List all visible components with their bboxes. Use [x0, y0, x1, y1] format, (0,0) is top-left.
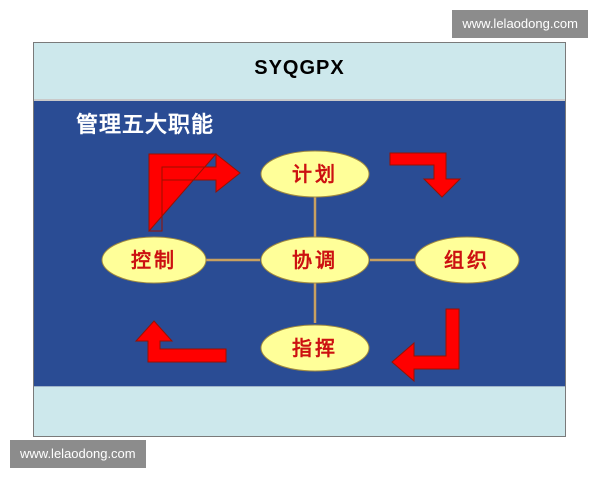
- node-coordinate: [260, 236, 370, 284]
- node-plan: [260, 150, 370, 198]
- arrow-top-right-icon: [389, 152, 462, 198]
- management-functions-diagram: [101, 150, 520, 383]
- node-label-plan: 计划: [292, 162, 338, 186]
- node-label-coordinate: 协调: [292, 248, 338, 272]
- arrow-bottom-right-icon: [391, 308, 460, 383]
- arrow-bottom-left-icon: [134, 320, 227, 363]
- node-label-control: 控制: [131, 248, 177, 272]
- slide-header-band: SYQGPX: [34, 43, 565, 101]
- node-control: [101, 236, 207, 284]
- watermark-bottom: www.lelaodong.com: [10, 440, 146, 468]
- node-label-direct: 指挥: [292, 336, 338, 360]
- diagram-heading: 管理五大职能: [76, 113, 215, 138]
- slide-body: 管理五大职能: [34, 101, 565, 386]
- node-organize: [414, 236, 520, 284]
- node-label-organize: 组织: [444, 248, 490, 272]
- arrow-top-left-icon: [147, 152, 241, 232]
- slide-title: SYQGPX: [254, 57, 345, 79]
- node-direct: [260, 324, 370, 372]
- watermark-top: www.lelaodong.com: [452, 10, 588, 38]
- slide-footer-band: [34, 386, 565, 436]
- slide: SYQGPX 管理五大职能: [33, 42, 566, 437]
